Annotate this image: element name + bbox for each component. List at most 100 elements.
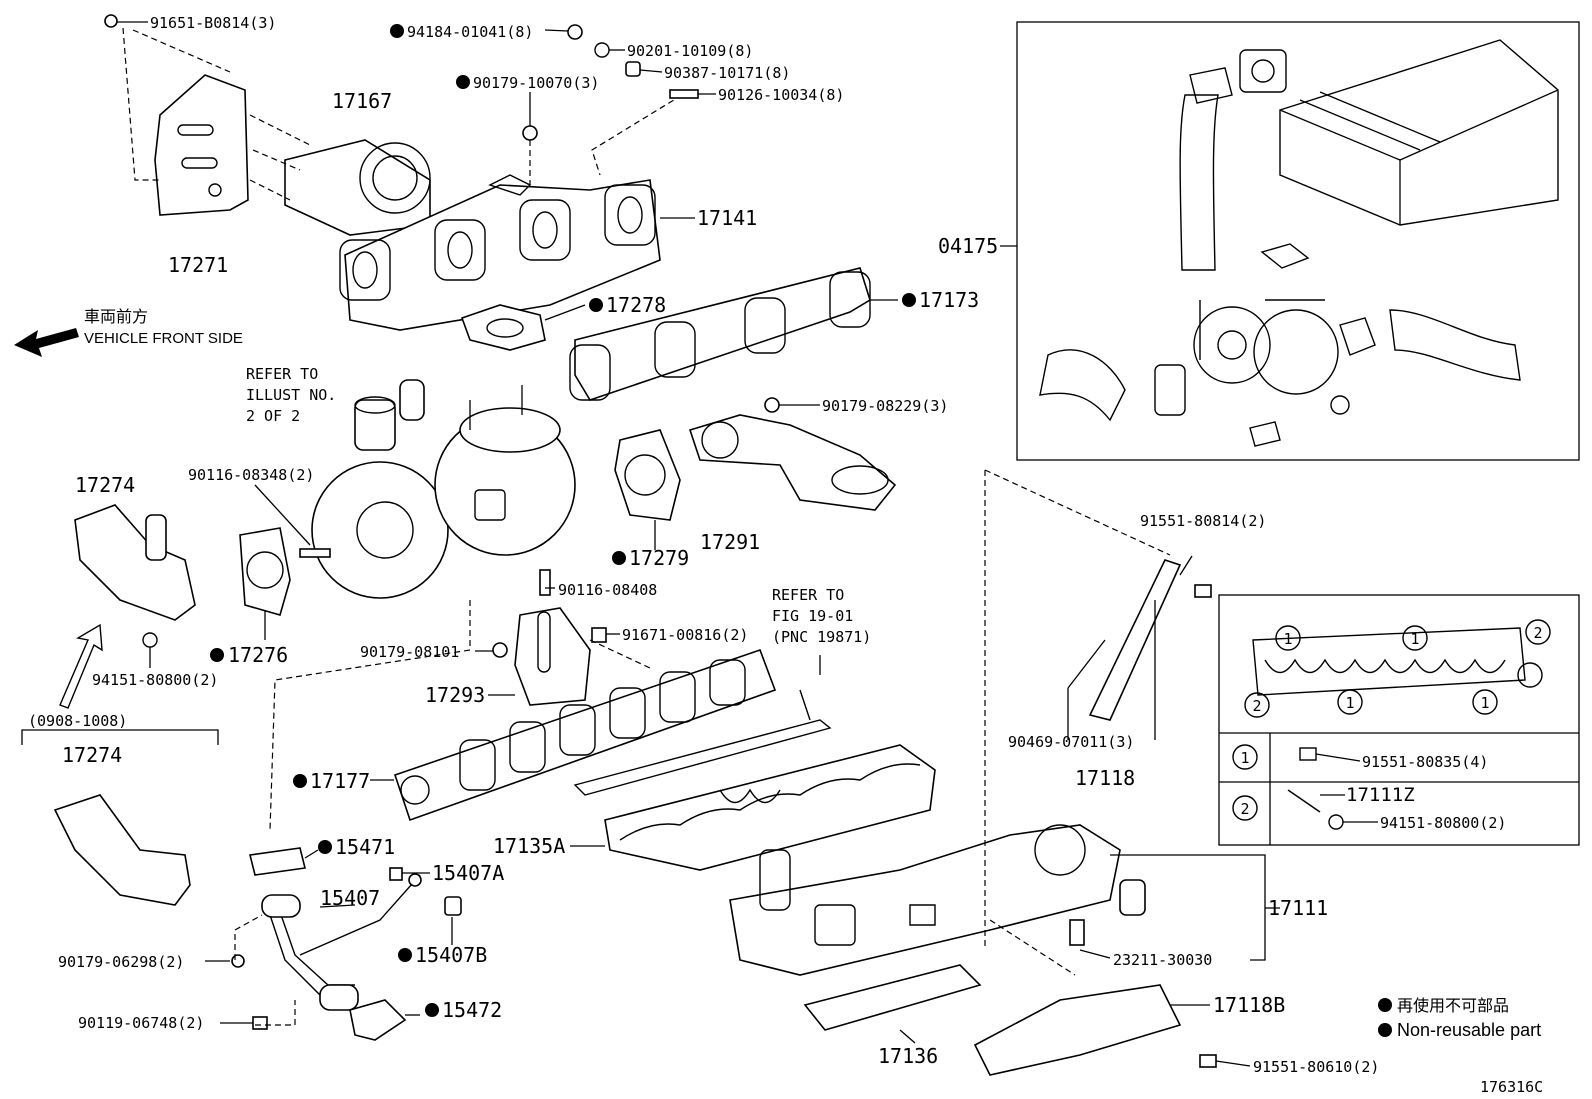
label-15472: 15472 [442, 998, 502, 1022]
circle-1-label-a: 1 [1283, 630, 1292, 648]
non-reusable-dot [390, 24, 404, 38]
non-reusable-dot [318, 840, 332, 854]
stud-90116-08408 [539, 569, 551, 596]
gasket-17278 [460, 304, 546, 351]
label-17276: 17276 [228, 643, 288, 667]
circle-1-label-c: 1 [1345, 694, 1354, 712]
label-90119: 90119-06748(2) [78, 1014, 204, 1032]
refer-fig-line1: REFER TO [772, 586, 844, 604]
egr-pipe-15407 [261, 873, 422, 1011]
label-90116-08408: 90116-08408 [558, 581, 657, 599]
nut-90179-08229 [764, 397, 780, 413]
label-23211: 23211-30030 [1113, 951, 1212, 969]
label-17278: 17278 [606, 293, 666, 317]
gasket-17276 [239, 527, 291, 616]
table-row1-part: 91551-80835(4) [1362, 753, 1488, 771]
non-reusable-dot [902, 293, 916, 307]
legend-en: Non-reusable part [1397, 1020, 1541, 1040]
non-reusable-dot [425, 1003, 439, 1017]
refer-illust-line1: REFER TO [246, 365, 318, 383]
legend-jp: 再使用不可部品 [1397, 997, 1509, 1015]
label-17111: 17111 [1268, 896, 1328, 920]
label-90116-08348: 90116-08348(2) [188, 466, 314, 484]
vehicle-front-arrow: 車両前方 VEHICLE FRONT SIDE [14, 308, 243, 357]
circle-2-label-a: 2 [1533, 624, 1542, 642]
bracket-17118 [1088, 559, 1182, 721]
circle-2-label-b: 2 [1252, 697, 1261, 715]
label-15407A: 15407A [432, 861, 504, 885]
bolt-90119 [252, 1016, 268, 1030]
label-91551-80610: 91551-80610(2) [1253, 1058, 1379, 1076]
bolt-legend-inset-box [1218, 594, 1580, 846]
label-17279: 17279 [629, 546, 689, 570]
label-17293: 17293 [425, 683, 485, 707]
bolt-91551-80814 [1194, 584, 1212, 598]
gasket-17173 [569, 267, 871, 401]
wire-harness [573, 689, 832, 796]
label-15407: 15407 [320, 886, 380, 910]
assembly-inset-box [1016, 21, 1580, 461]
gasket-17177 [393, 648, 777, 822]
heat-shield-17271 [154, 74, 249, 216]
label-17271: 17271 [168, 253, 228, 277]
exhaust-pipe-17291 [688, 414, 897, 511]
sensor-23211 [1069, 919, 1085, 946]
label-91551-80814: 91551-80814(2) [1140, 512, 1266, 530]
label-90179-08229: 90179-08229(3) [822, 397, 948, 415]
label-17274-upper: 17274 [75, 473, 135, 497]
turbo-assembly-sketch [1039, 39, 1559, 447]
inset-circle-markers: 1 1 2 2 1 1 1 2 [1232, 619, 1551, 821]
non-reusable-legend: 再使用不可部品 Non-reusable part [1378, 997, 1541, 1040]
label-17118: 17118 [1075, 766, 1135, 790]
front-arrow-icon [14, 328, 79, 357]
bracket-17293 [514, 607, 591, 706]
label-90201: 90201-10109(8) [627, 42, 753, 60]
bolt-91651 [104, 14, 118, 28]
refer-illust-line2: ILLUST NO. [246, 386, 336, 404]
non-reusable-dot [398, 948, 412, 962]
label-90179-06298: 90179-06298(2) [58, 953, 184, 971]
intake-manifold-17135A [604, 744, 936, 871]
intake-pipe-17111 [729, 824, 1146, 976]
table-row2-part-a: 17111Z [1346, 784, 1415, 806]
up-arrow-icon [59, 623, 103, 709]
intake-gasket-sketch [1252, 627, 1543, 696]
table-row2-part-b: 94151-80800(2) [1380, 814, 1506, 832]
label-17173: 17173 [919, 288, 979, 312]
label-17141: 17141 [697, 206, 757, 230]
inset-table-bolts: 91551-80835(4) 17111Z 94151-80800(2) [1287, 747, 1506, 832]
refer-fig-line2: FIG 19-01 [772, 607, 853, 625]
nut-90179-06298 [231, 954, 245, 968]
bolt-91551-80610 [1199, 1054, 1217, 1068]
label-17274-lower: 17274 [62, 743, 122, 767]
plug-15407B [444, 896, 462, 916]
exhaust-manifold-17141 [339, 174, 661, 331]
gasket-15471 [249, 847, 306, 876]
label-90387: 90387-10171(8) [664, 64, 790, 82]
nut-90387 [625, 61, 641, 77]
label-17167: 17167 [332, 89, 392, 113]
label-91671: 91671-00816(2) [622, 626, 748, 644]
washer-90201 [594, 42, 610, 58]
label-90469: 90469-07011(3) [1008, 733, 1134, 751]
label-17177: 17177 [310, 769, 370, 793]
bolt-15407A [389, 867, 403, 881]
direction-jp: 車両前方 [84, 308, 148, 326]
refer-illust-line3: 2 OF 2 [246, 407, 300, 425]
non-reusable-dot [589, 298, 603, 312]
non-reusable-dot [210, 648, 224, 662]
circle-1-label-b: 1 [1410, 630, 1419, 648]
intake-hose-17274-b [53, 794, 191, 906]
nut-94184 [567, 24, 583, 40]
label-17136: 17136 [878, 1044, 938, 1068]
bolt-91671 [591, 627, 607, 643]
refer-fig-line3: (PNC 19871) [772, 628, 871, 646]
label-17118B: 17118B [1213, 993, 1285, 1017]
non-reusable-dot [456, 75, 470, 89]
label-94151: 94151-80800(2) [92, 671, 218, 689]
heat-insulator-17167 [284, 139, 431, 236]
label-91651: 91651-B0814(3) [150, 14, 276, 32]
label-15471: 15471 [335, 835, 395, 859]
cover-17118B [973, 984, 1182, 1076]
